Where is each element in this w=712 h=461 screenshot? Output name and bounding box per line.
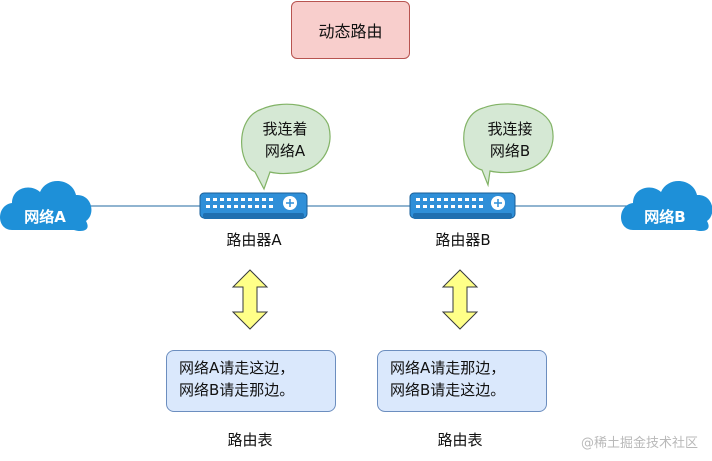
- watermark: @稀土掘金技术社区: [580, 436, 698, 451]
- bubble-a-line-2: 网络A: [264, 142, 306, 160]
- routing-table-a-line-1: 网络A请走这边，: [179, 359, 295, 377]
- network-b-label: 网络B: [644, 208, 686, 226]
- double-arrow-a-icon: [231, 269, 269, 330]
- cloud-a-icon: [0, 181, 92, 232]
- routing-table-b-line-1: 网络A请走那边，: [390, 359, 506, 377]
- routing-table-a-caption: 路由表: [227, 431, 273, 449]
- speech-bubble-a: [241, 103, 331, 191]
- routing-table-b-caption: 路由表: [437, 431, 483, 449]
- router-b-label: 路由器B: [435, 231, 491, 249]
- cloud-b-icon: [621, 181, 712, 231]
- bubble-b-line-1: 我连接: [487, 120, 533, 138]
- router-a-label: 路由器A: [226, 231, 282, 249]
- diagram-title: 动态路由: [291, 1, 410, 59]
- routing-table-a-line-2: 网络B请走那边。: [179, 381, 295, 399]
- bubble-a-line-1: 我连着: [262, 120, 308, 138]
- routing-table-a: 网络A请走这边， 网络B请走那边。: [166, 350, 336, 412]
- bubble-b-line-2: 网络B: [489, 142, 531, 160]
- router-b-icon: [409, 192, 516, 219]
- router-a-icon: [199, 192, 308, 219]
- bubble-a-text: 我连着 网络A: [245, 118, 325, 162]
- network-a-label: 网络A: [24, 208, 66, 226]
- routing-table-b-line-2: 网络B请走这边。: [390, 381, 506, 399]
- routing-table-b: 网络A请走那边， 网络B请走这边。: [377, 350, 547, 412]
- double-arrow-b-icon: [441, 269, 479, 330]
- speech-bubble-b: [463, 103, 554, 188]
- bubble-b-text: 我连接 网络B: [470, 118, 550, 162]
